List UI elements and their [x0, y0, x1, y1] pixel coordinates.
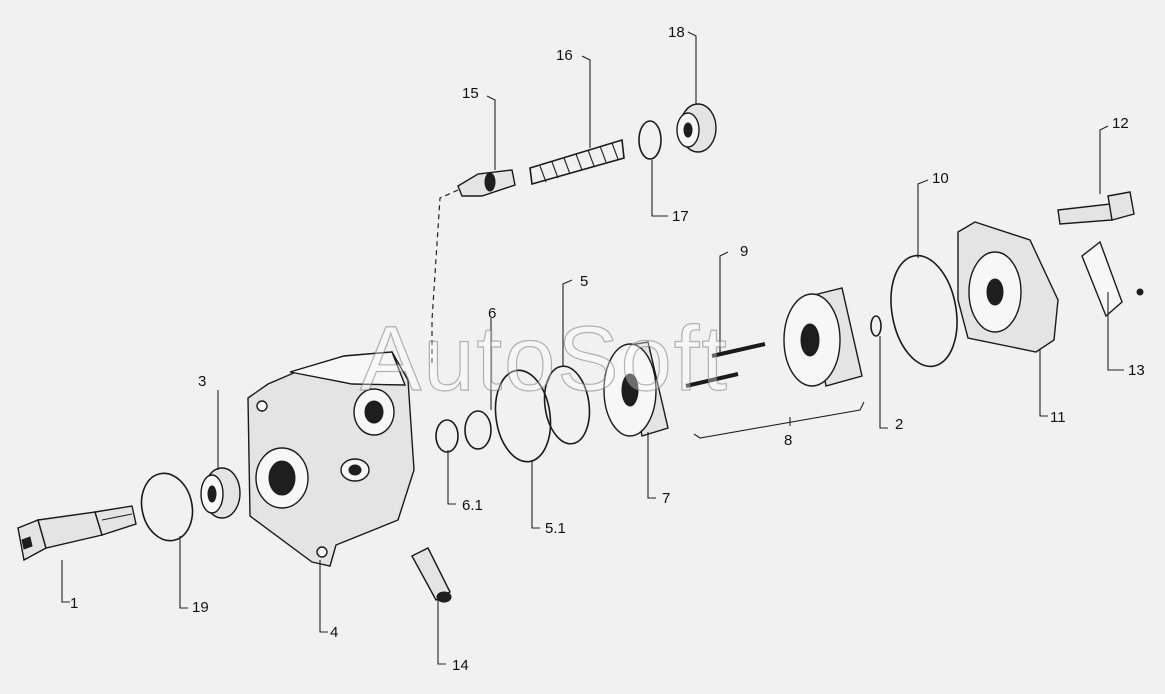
part-5-o-ring[interactable]: [540, 363, 594, 446]
callout-16: 16: [556, 47, 573, 64]
part-18-plug[interactable]: [676, 103, 717, 153]
callout-15: 15: [462, 85, 479, 102]
part-14-screw-fitting[interactable]: [411, 547, 452, 603]
part-15-valve-piston[interactable]: [457, 169, 516, 197]
part-6-1-o-ring[interactable]: [435, 419, 459, 453]
callout-5: 5: [580, 273, 588, 290]
part-16-spring[interactable]: [529, 138, 625, 186]
callout-19: 19: [192, 599, 209, 616]
callout-18: 18: [668, 24, 685, 41]
part-7-pressure-plate[interactable]: [603, 341, 669, 437]
callout-13: 13: [1128, 362, 1145, 379]
part-9-pins[interactable]: [685, 342, 766, 388]
callout-3: 3: [198, 373, 206, 390]
part-2-ring[interactable]: [870, 315, 882, 337]
assembly-path-dashed: [431, 189, 459, 365]
autosoft-watermark: AutoSoft: [360, 308, 729, 410]
callout-1: 1: [70, 595, 78, 612]
callout-2: 2: [895, 416, 903, 433]
part-11-end-cover[interactable]: [957, 221, 1059, 353]
callout-10: 10: [932, 170, 949, 187]
part-19-o-ring[interactable]: [135, 469, 198, 546]
part-1-drive-shaft[interactable]: [17, 505, 137, 562]
callout-6: 6: [488, 305, 496, 322]
part-8-rotor-group[interactable]: [783, 287, 863, 387]
callout-6-1: 6.1: [462, 497, 483, 514]
callout-11: 11: [1050, 409, 1066, 426]
callout-9: 9: [740, 243, 748, 260]
callout-labels: 1 19 3 4 14 6.1 6 5.1 5 7 9 8 2 10 11 12…: [70, 24, 1145, 674]
part-17-ring[interactable]: [638, 120, 662, 160]
part-4-pump-housing[interactable]: [247, 351, 415, 567]
leader-lines: [61, 31, 1124, 665]
callout-12: 12: [1112, 115, 1129, 132]
part-6-o-ring[interactable]: [464, 410, 492, 450]
callout-7: 7: [662, 490, 670, 507]
callout-4: 4: [330, 624, 338, 641]
part-13-plate[interactable]: [1081, 240, 1144, 318]
part-5-1-o-ring[interactable]: [490, 367, 556, 466]
callout-5-1: 5.1: [545, 520, 566, 537]
callout-14: 14: [452, 657, 469, 674]
callout-17: 17: [672, 208, 689, 225]
part-12-bolt[interactable]: [1057, 191, 1135, 225]
callout-8: 8: [784, 432, 792, 449]
part-10-o-ring[interactable]: [883, 250, 965, 371]
part-3-bearing[interactable]: [200, 467, 241, 519]
